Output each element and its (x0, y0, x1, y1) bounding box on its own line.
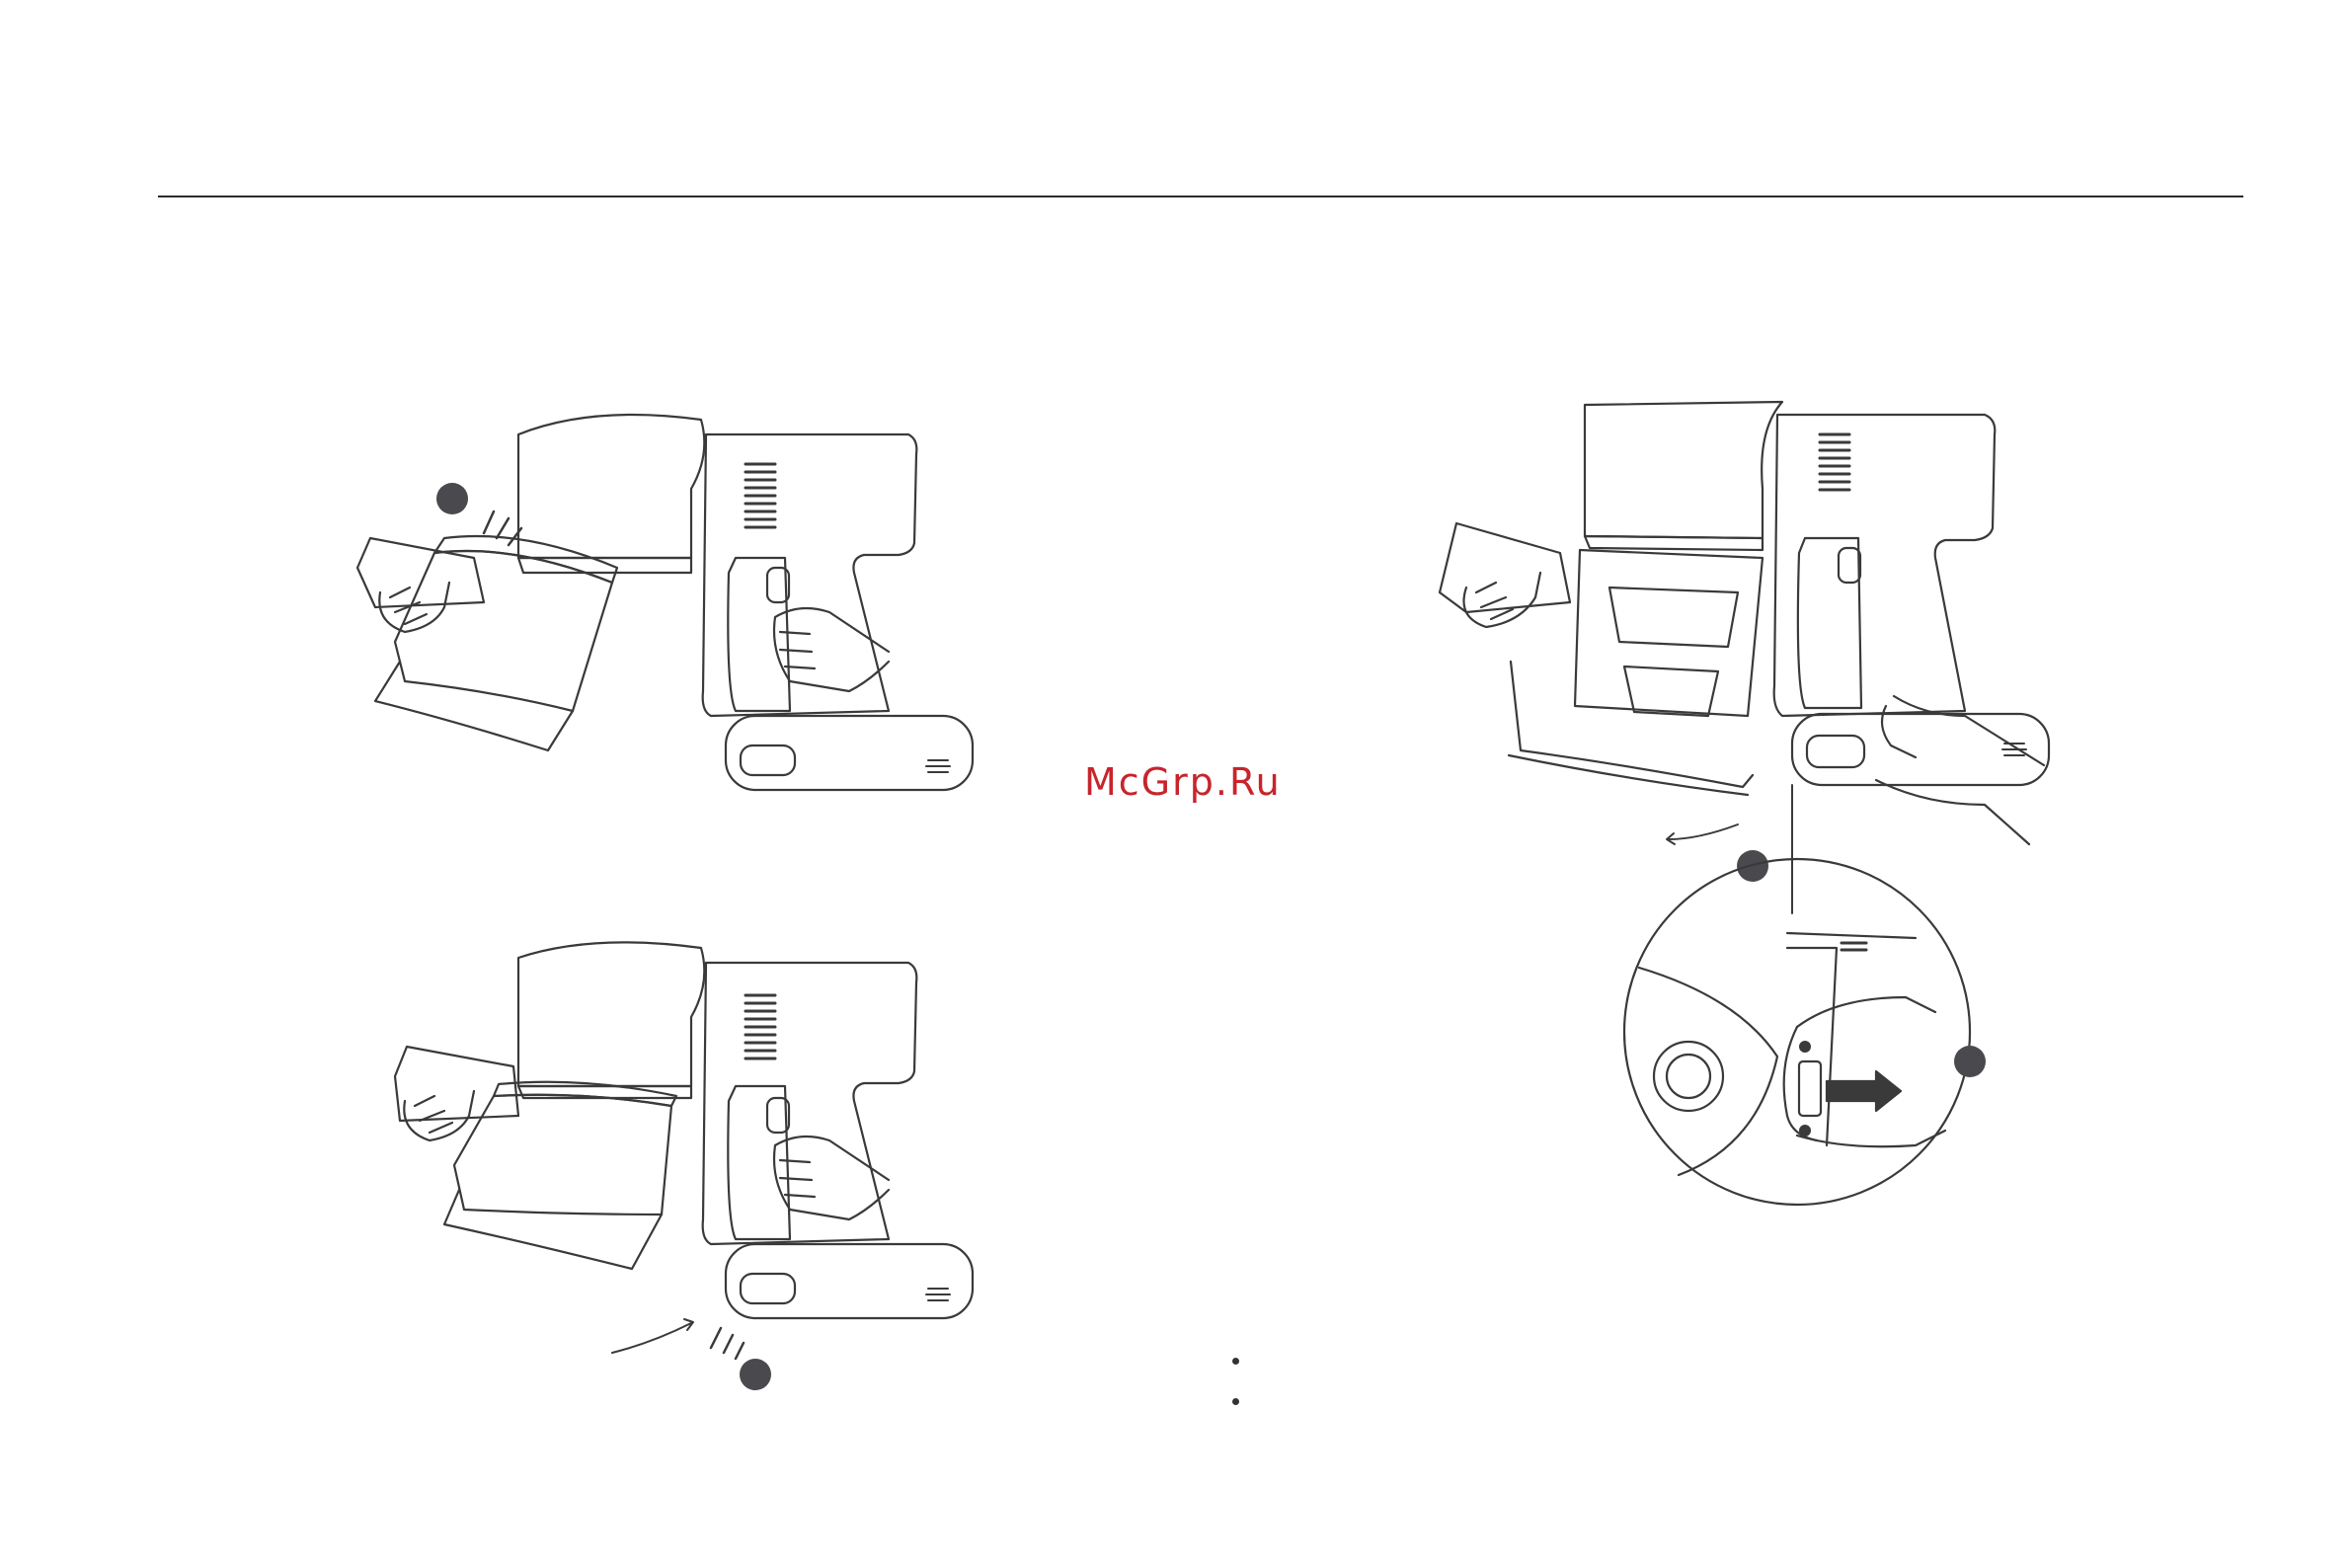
vent-grille-icon (745, 995, 775, 1058)
battery-vent-icon (926, 760, 950, 772)
watermark-text: McGrp.Ru (1084, 760, 1282, 804)
latch-detail-magnifier (1619, 849, 2014, 1224)
bullet-point (1232, 1358, 1239, 1365)
reattach-dust-cup-illustration (336, 928, 1007, 1442)
step-marker-icon (740, 1359, 771, 1390)
vent-grille-icon (745, 464, 775, 527)
step-marker-icon (1954, 1046, 1986, 1077)
battery-vent-icon (2002, 744, 2026, 755)
bullet-point (1232, 1398, 1239, 1405)
vent-grille-icon (1820, 434, 1849, 490)
vent-grille-icon (1842, 943, 1866, 950)
remove-dust-cup-illustration (336, 395, 1007, 889)
release-filter-illustration (1412, 390, 2103, 844)
battery-vent-icon (926, 1289, 950, 1300)
step-marker-icon (436, 483, 468, 514)
header-divider (158, 196, 2243, 197)
